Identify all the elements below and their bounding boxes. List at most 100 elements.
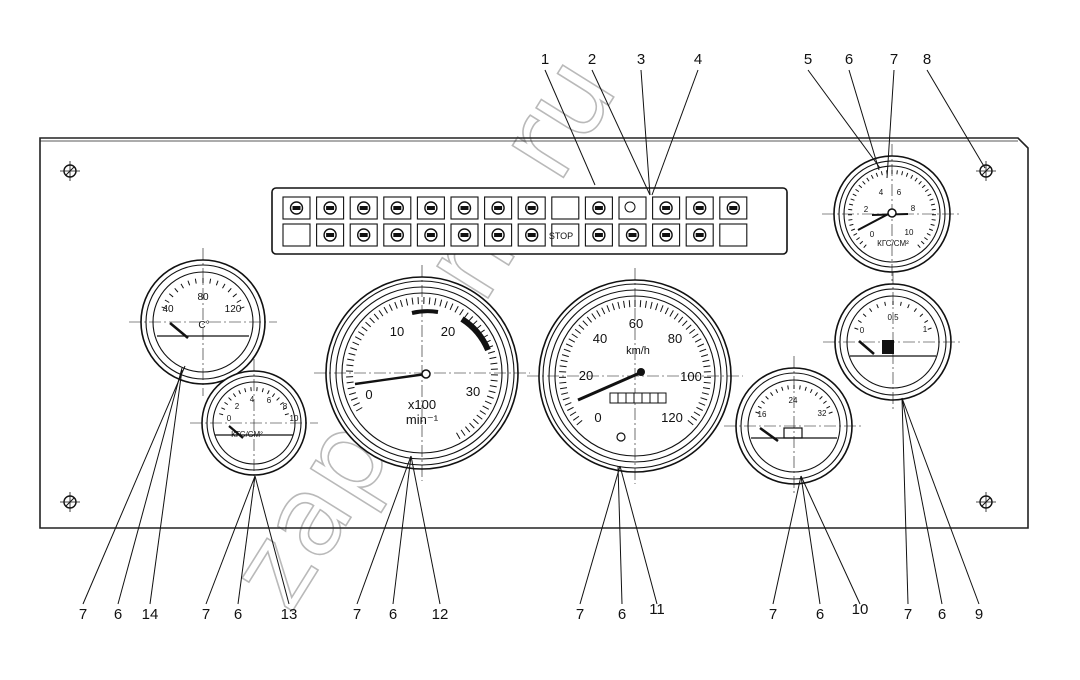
tachometer-dial xyxy=(314,265,530,481)
temp-unit: C° xyxy=(198,320,209,331)
callout-b8: 6 xyxy=(389,606,397,623)
callout-b10: 7 xyxy=(576,606,584,623)
fuel-gauge: 0 0.5 1 xyxy=(860,313,928,335)
mounting-hole xyxy=(976,492,996,512)
tacho-tick-20: 20 xyxy=(441,324,455,339)
speedo-tick-120: 120 xyxy=(661,410,683,425)
air-pressure-gauge: 0 2 4 6 8 10 КГС/СМ² xyxy=(864,188,916,248)
stop-lamp-label: STOP xyxy=(549,231,573,241)
callout-b13: 7 xyxy=(769,606,777,623)
warning-lamp xyxy=(584,196,613,220)
fuel-dial xyxy=(823,272,963,412)
warning-lamp xyxy=(618,196,647,220)
warning-lamp xyxy=(652,196,681,220)
warning-lamp xyxy=(450,196,479,220)
temp-tick-80: 80 xyxy=(197,292,209,303)
callout-2: 2 xyxy=(588,51,596,68)
temp-tick-120: 120 xyxy=(225,304,242,315)
callout-b5: 6 xyxy=(234,606,242,623)
mounting-hole xyxy=(976,161,996,181)
oil-tick-2: 2 xyxy=(235,402,240,411)
callout-b3: 14 xyxy=(142,606,159,623)
warning-lamp xyxy=(584,223,613,247)
warning-lamp xyxy=(652,223,681,247)
fuel-tick-05: 0.5 xyxy=(887,313,899,322)
warning-lamp xyxy=(282,223,311,247)
oil-pressure-gauge: 0 2 4 6 8 10 КГС/СМ² xyxy=(227,395,299,439)
fuel-tick-0: 0 xyxy=(860,326,865,335)
mounting-hole xyxy=(60,492,80,512)
oil-tick-4: 4 xyxy=(250,395,255,404)
warning-lamp xyxy=(383,223,412,247)
air-tick-2: 2 xyxy=(864,205,869,214)
speedometer: 0 20 40 60 80 100 120 km/h xyxy=(579,316,702,425)
mounting-holes xyxy=(60,161,996,512)
callout-b12: 11 xyxy=(649,601,665,618)
callout-b4: 7 xyxy=(202,606,210,623)
callouts-bottom: 7 6 14 7 6 13 7 6 12 7 6 11 7 6 10 7 6 9 xyxy=(79,601,983,623)
callout-b17: 6 xyxy=(938,606,946,623)
fuel-tick-1: 1 xyxy=(923,325,928,334)
air-unit: КГС/СМ² xyxy=(877,239,909,248)
warning-lamp xyxy=(685,196,714,220)
callout-6: 6 xyxy=(845,51,853,68)
warning-lamp xyxy=(517,196,546,220)
tacho-tick-10: 10 xyxy=(390,324,404,339)
callout-b18: 9 xyxy=(975,606,983,623)
volt-tick-24: 24 xyxy=(789,396,798,405)
callout-4: 4 xyxy=(694,51,702,68)
warning-lamp xyxy=(383,196,412,220)
warning-lamp xyxy=(416,223,445,247)
callout-b1: 7 xyxy=(79,606,87,623)
speedo-tick-40: 40 xyxy=(593,331,607,346)
oil-pressure-dial xyxy=(190,359,318,487)
odometer xyxy=(609,392,667,404)
callout-5: 5 xyxy=(804,51,812,68)
callout-b14: 6 xyxy=(816,606,824,623)
tacho-tick-30: 30 xyxy=(466,384,480,399)
callout-b6: 13 xyxy=(281,606,298,623)
volt-tick-16: 16 xyxy=(758,410,767,419)
speedo-tick-0: 0 xyxy=(594,410,601,425)
oil-tick-6: 6 xyxy=(267,396,272,405)
oil-tick-0: 0 xyxy=(227,414,232,423)
speedo-unit: km/h xyxy=(626,345,650,357)
air-tick-4: 4 xyxy=(879,188,884,197)
speedometer-dial xyxy=(527,268,743,484)
callout-1: 1 xyxy=(541,51,549,68)
callouts-top: 1 2 3 4 5 6 7 8 xyxy=(541,51,931,68)
warning-lamp xyxy=(719,196,748,220)
air-pressure-dial xyxy=(822,144,962,284)
volt-tick-32: 32 xyxy=(818,409,827,418)
warning-lamp xyxy=(316,223,345,247)
callout-b16: 7 xyxy=(904,606,912,623)
warning-lamp xyxy=(719,223,748,247)
warning-lamp xyxy=(618,223,647,247)
speedo-tick-80: 80 xyxy=(668,331,682,346)
speedo-tick-20: 20 xyxy=(579,368,593,383)
air-tick-6: 6 xyxy=(897,188,902,197)
voltmeter-dial xyxy=(724,356,864,496)
callout-7: 7 xyxy=(890,51,898,68)
oil-tick-8: 8 xyxy=(283,402,288,411)
dashboard-panel xyxy=(39,137,1029,529)
warning-lamp xyxy=(316,196,345,220)
warning-lamp xyxy=(484,223,513,247)
oil-tick-10: 10 xyxy=(290,414,299,423)
warning-lamp xyxy=(450,223,479,247)
warning-lamp xyxy=(551,223,580,247)
temperature-dial xyxy=(129,248,277,396)
oil-unit: КГС/СМ² xyxy=(231,430,263,439)
callout-b9: 12 xyxy=(432,606,449,623)
air-tick-0: 0 xyxy=(870,230,875,239)
tacho-unit-rpm: min⁻¹ xyxy=(406,412,439,427)
air-tick-8: 8 xyxy=(911,204,916,213)
warning-lamp xyxy=(349,196,378,220)
temperature-gauge: 40 80 120 C° xyxy=(162,292,241,331)
warning-lamp xyxy=(685,223,714,247)
warning-lamp xyxy=(551,196,580,220)
warning-lamp-block: STOP xyxy=(271,187,788,255)
tacho-tick-0: 0 xyxy=(365,387,372,402)
callout-b7: 7 xyxy=(353,606,361,623)
